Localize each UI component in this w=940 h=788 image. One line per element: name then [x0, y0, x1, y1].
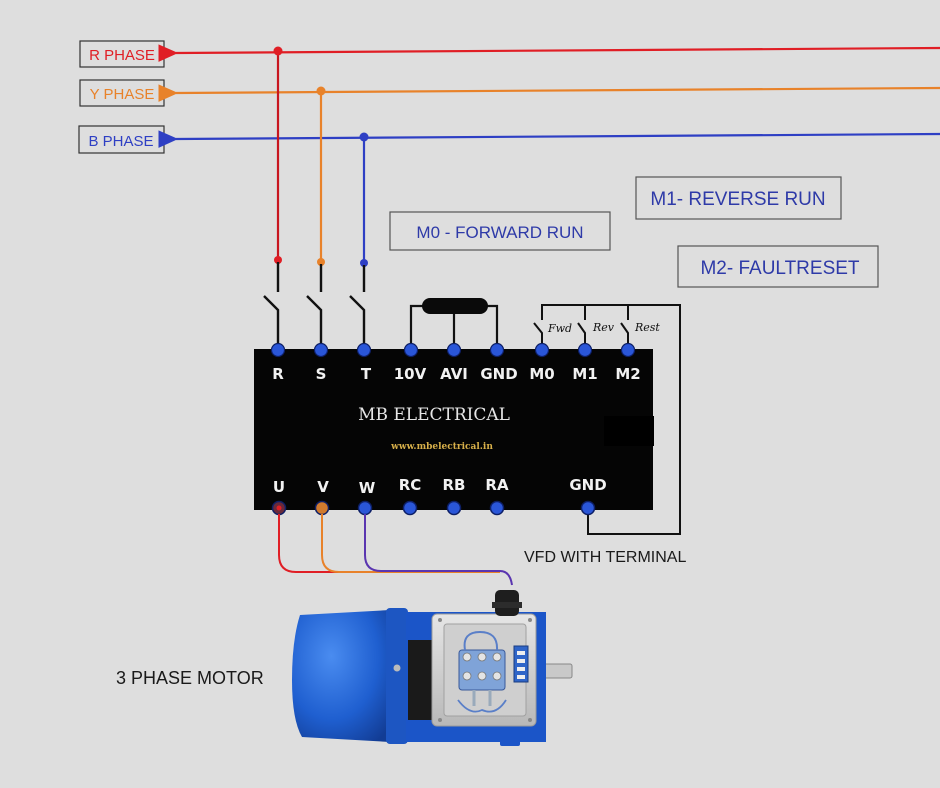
switch-label-rev: Rev	[592, 321, 615, 334]
terminal-r[interactable]	[270, 342, 286, 358]
phase-label-b-text: B PHASE	[88, 133, 153, 150]
r-switch-dot	[274, 256, 282, 264]
terminal-m0[interactable]	[534, 342, 550, 358]
motor-cover-ring	[386, 608, 408, 744]
motor-fins	[408, 640, 434, 720]
phase-label-y-text: Y PHASE	[90, 86, 155, 103]
terminal-s[interactable]	[313, 342, 329, 358]
vfd-brand: MB ELECTRICAL	[358, 405, 510, 425]
terminal-m1[interactable]	[577, 342, 593, 358]
terminal-label: RC	[399, 476, 422, 494]
phase-label-r-text: R PHASE	[89, 47, 155, 64]
terminal-label: 10V	[394, 365, 427, 383]
terminal-rb[interactable]	[446, 500, 462, 516]
r-junction-dot	[273, 46, 283, 56]
note-m2: M2- FAULTRESET	[677, 245, 879, 288]
phase-label-r: R PHASE	[79, 40, 165, 68]
terminal-label: GND	[480, 365, 517, 383]
terminal-gnd-bottom[interactable]	[580, 500, 596, 516]
control-switches	[533, 304, 681, 535]
terminal-10v[interactable]	[403, 342, 419, 358]
terminal-label: M0	[529, 365, 554, 383]
note-m0: M0 - FORWARD RUN	[389, 211, 611, 251]
b-junction-dot	[359, 132, 369, 142]
b-switch-dot	[360, 259, 368, 267]
switch-label-rest: Rest	[634, 321, 660, 334]
r-phase-line	[158, 44, 940, 62]
main-switch	[263, 262, 366, 346]
vfd-caption: VFD WITH TERMINAL	[524, 549, 686, 566]
terminal-label: V	[317, 478, 329, 496]
terminal-rc[interactable]	[402, 500, 418, 516]
terminal-w[interactable]	[357, 500, 373, 516]
note-m1: M1- REVERSE RUN	[635, 176, 842, 220]
motor-fan-cover	[292, 610, 390, 742]
top-terminals: R S T 10V AVI GND M0 M1 M2	[270, 342, 641, 383]
terminal-label: W	[359, 479, 376, 497]
terminal-label: U	[273, 478, 285, 496]
potentiometer	[409, 298, 499, 346]
terminal-label: RA	[485, 476, 509, 494]
vfd-website: www.mbelectrical.in	[390, 442, 493, 452]
terminal-u-core	[276, 505, 282, 511]
terminal-t[interactable]	[356, 342, 372, 358]
phase-label-y: Y PHASE	[79, 79, 165, 107]
note-m0-text: M0 - FORWARD RUN	[416, 223, 583, 242]
y-phase-line	[158, 84, 940, 102]
terminal-gnd-top[interactable]	[489, 342, 505, 358]
switch-label-fwd: Fwd	[547, 322, 572, 335]
bottom-terminals: U V W RC RB RA GND	[271, 476, 607, 516]
vfd-body	[254, 349, 653, 510]
terminal-label: T	[361, 365, 372, 383]
vfd-display-block	[604, 416, 654, 446]
terminal-label: GND	[569, 476, 606, 494]
terminal-label: M2	[615, 365, 640, 383]
phase-label-b: B PHASE	[78, 125, 165, 154]
y-switch-dot	[317, 258, 325, 266]
motor-cable	[278, 514, 513, 586]
terminal-avi[interactable]	[446, 342, 462, 358]
terminal-m2[interactable]	[620, 342, 636, 358]
note-m1-text: M1- REVERSE RUN	[650, 189, 825, 210]
terminal-label: AVI	[440, 365, 468, 383]
terminal-v[interactable]	[314, 500, 330, 516]
terminal-label: S	[316, 365, 327, 383]
terminal-label: RB	[443, 476, 466, 494]
motor-bolt	[393, 664, 401, 672]
note-m2-text: M2- FAULTRESET	[700, 258, 859, 279]
motor-terminal-block	[458, 649, 506, 691]
terminal-label: M1	[572, 365, 597, 383]
motor-caption: 3 PHASE MOTOR	[116, 668, 264, 688]
b-phase-line	[158, 130, 940, 148]
terminal-ra[interactable]	[489, 500, 505, 516]
y-junction-dot	[316, 86, 326, 96]
three-phase-motor	[292, 590, 573, 746]
terminal-label: R	[272, 365, 284, 383]
